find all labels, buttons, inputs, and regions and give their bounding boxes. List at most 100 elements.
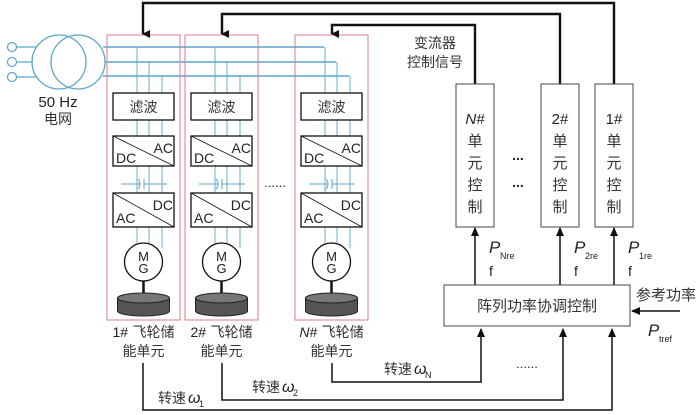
power-ref-subscript: 1re (639, 251, 652, 261)
grid-label: 电网 (44, 112, 72, 128)
converter2-top-label: DC (153, 197, 173, 213)
grid-terminals (6, 41, 36, 83)
unit-control-title: 2# (552, 111, 569, 128)
filter-box (190, 92, 253, 121)
svg-text:N: N (425, 370, 432, 380)
speed-line-unit-2 (221, 328, 567, 401)
unit-name-line2: 能单元 (201, 344, 243, 360)
flywheel-icon (117, 292, 170, 317)
machine-bottom-label: G (326, 261, 336, 276)
speed-line-unit-n (331, 328, 485, 383)
reference-power-input: 参考功率 P tref (631, 286, 696, 344)
unit-control-box (594, 83, 634, 228)
terminal-icon (6, 71, 18, 83)
signal-line-unit-2 (220, 12, 562, 84)
svg-text:1: 1 (199, 399, 204, 409)
unit-control-char: 控 (552, 176, 567, 194)
ac-bus (103, 46, 349, 77)
converter1-bottom-label: DC (116, 150, 136, 166)
unit-name-text: 飞轮储 (317, 325, 363, 341)
flywheel-icon (195, 292, 248, 317)
power-ref-symbol: P (489, 238, 501, 257)
converter1-bottom-label: DC (194, 150, 214, 166)
terminal-icon (6, 56, 18, 68)
feedback-ellipsis: ...... (516, 356, 538, 371)
capacitor-icon (325, 178, 329, 190)
converter2-top-label: DC (231, 197, 251, 213)
filter-label: 滤波 (318, 100, 346, 116)
filter-box (112, 92, 175, 121)
units-ellipsis: ...... (264, 175, 286, 190)
frequency-label: f (574, 263, 578, 279)
reference-power-subscript: tref (659, 334, 673, 344)
converter1-bottom-label: DC (304, 150, 324, 166)
svg-text:2: 2 (293, 388, 298, 398)
unit-control-char: 制 (552, 198, 567, 216)
machine-bottom-label: G (138, 261, 148, 276)
unit-control-box (540, 83, 580, 228)
filter-label: 滤波 (208, 100, 236, 116)
machine-top-label: M (216, 249, 227, 264)
unit-control-box (455, 83, 495, 228)
controls-ellipsis-1: ... (512, 147, 524, 163)
reference-power-label: 参考功率 (636, 286, 696, 304)
terminal-icon (6, 41, 18, 53)
unit-control-char: 单 (606, 132, 621, 150)
unit-name-line1: 2# 飞轮储 (190, 324, 252, 341)
frequency-label: f (628, 263, 632, 279)
unit-name-line1: N# 飞轮储 (299, 324, 363, 341)
svg-text:ω: ω (188, 390, 200, 407)
coordinator-box (443, 284, 631, 327)
filter-box (300, 92, 363, 121)
frequency-label: f (489, 263, 493, 279)
converter2-bottom-label: AC (304, 210, 323, 226)
unit-control-char: 元 (467, 154, 482, 172)
transformer-icon (31, 34, 106, 90)
controls-ellipsis-2: ... (512, 174, 524, 190)
power-ref-symbol: P (628, 238, 640, 257)
svg-text:转速: 转速 (252, 380, 280, 396)
converter1-top-label: AC (232, 140, 251, 156)
speed-feedback-lines (142, 328, 616, 411)
control-signal-lines (141, 1, 616, 84)
machine-top-label: M (326, 249, 337, 264)
speed-label-n: 转速 ω N (384, 361, 432, 380)
speed-line-unit-1 (142, 328, 616, 411)
converter1-top-label: AC (154, 140, 173, 156)
filter-label: 滤波 (130, 100, 158, 116)
power-ref-subscript: Nre (500, 251, 515, 261)
converter-signal-label-line2: 控制信号 (407, 55, 463, 71)
unit-control-char: 控 (606, 176, 621, 194)
unit-control-char: 元 (552, 154, 567, 172)
unit-name-line2: 能单元 (123, 344, 165, 360)
coordinator-label: 阵列功率协调控制 (477, 297, 597, 315)
svg-text:ω: ω (282, 379, 294, 396)
speed-label-2: 转速 ω 2 (252, 379, 298, 398)
unit-name-text: 飞轮储 (206, 325, 252, 341)
flywheel-icon (305, 292, 358, 317)
grid-source: 50 Hz 电网 (6, 34, 106, 128)
unit-name-line1: 1# 飞轮储 (112, 324, 174, 341)
speed-label-1: 转速 ω 1 (158, 390, 204, 409)
unit-control-char: 单 (552, 132, 567, 150)
converter1-top-label: AC (342, 140, 361, 156)
machine-bottom-label: G (216, 261, 226, 276)
unit-control-char: 制 (606, 198, 621, 216)
unit-control-title: 1# (606, 111, 623, 128)
unit-name-text: 飞轮储 (128, 325, 174, 341)
converter2-top-label: DC (341, 197, 361, 213)
converter-signal-label-line1: 变流器 (414, 36, 456, 52)
unit-control-char: 控 (467, 176, 482, 194)
unit-control-title: N# (465, 111, 485, 128)
unit-control-char: 制 (467, 198, 482, 216)
converter2-bottom-label: AC (194, 210, 213, 226)
svg-text:转速: 转速 (158, 391, 186, 407)
capacitor-icon (137, 178, 141, 190)
